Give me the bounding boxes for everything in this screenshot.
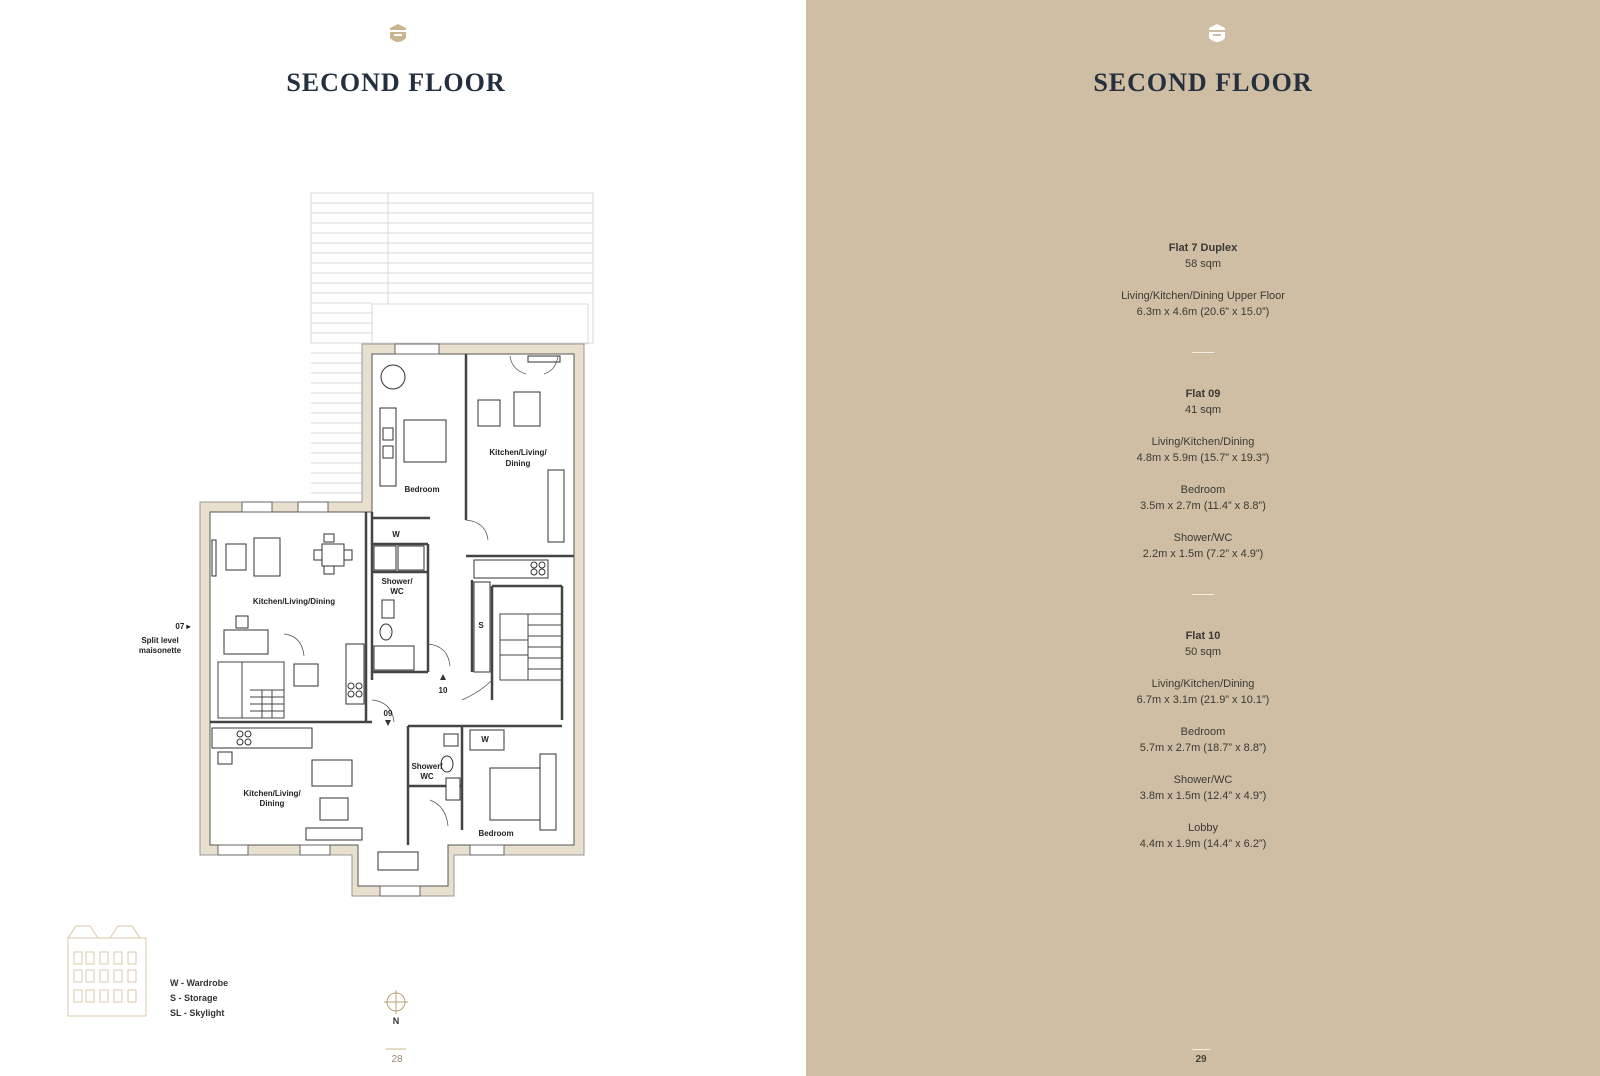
compass-icon	[384, 990, 408, 1014]
room-label-kld-top-2: Dining	[506, 459, 531, 468]
marker-10: 10	[439, 686, 448, 695]
compass-label: N	[392, 1016, 400, 1026]
divider	[1192, 594, 1214, 595]
stairs-right	[499, 613, 563, 681]
room-size: 2.2m x 1.5m (7.2” x 4.9”)	[1142, 548, 1264, 560]
room-name: Living/Kitchen/Dining	[1151, 678, 1255, 690]
roof-terrace	[310, 192, 594, 494]
flat-area: 58 sqm	[1184, 258, 1222, 270]
room-label-kld-bottom-2: Dining	[260, 799, 285, 808]
room-name: Lobby	[1188, 822, 1218, 834]
room-name: Bedroom	[1180, 726, 1226, 738]
stairs-left	[217, 661, 285, 719]
room-label-wardrobe-top: W	[392, 530, 400, 539]
flat-7-spec: Flat 7 Duplex 58 sqm Living/Kitchen/Dini…	[806, 240, 1600, 320]
building-elevation-icon	[67, 925, 147, 1017]
room-size: 3.5m x 2.7m (11.4” x 8.8”)	[1140, 500, 1266, 512]
house-crest-icon	[390, 24, 406, 42]
marker-07: 07 ▸	[175, 622, 191, 631]
legend-item: SL - Skylight	[170, 1008, 225, 1018]
room-label-kld-bottom: Kitchen/Living/	[243, 789, 301, 798]
floor-plan: Kitchen/Living/ Dining Bedroom W Shower/…	[67, 192, 594, 1050]
legend-item: S - Storage	[170, 993, 218, 1003]
room-label-shower-bottom: Shower/	[411, 762, 443, 771]
divider	[1192, 352, 1214, 353]
room-label-shower-top: Shower/	[381, 577, 413, 586]
legend-item: W - Wardrobe	[170, 978, 229, 988]
arrow-down-icon	[385, 720, 391, 726]
page-number: 28	[391, 1054, 403, 1065]
room-name: Living/Kitchen/Dining Upper Floor	[1121, 290, 1285, 302]
room-size: 4.8m x 5.9m (15.7” x 19.3”)	[1136, 452, 1270, 464]
page-number-rule	[1192, 1049, 1210, 1050]
flat-area: 41 sqm	[1184, 404, 1222, 416]
room-name: Shower/WC	[1173, 774, 1233, 786]
room-label-bedroom-bottom: Bedroom	[478, 829, 513, 838]
furniture	[211, 355, 565, 871]
left-page: SECOND FLOOR	[67, 24, 594, 1065]
right-page: SECOND FLOOR Flat 7 Duplex 58 sqm Living…	[806, 0, 1600, 1076]
flat-10-spec: Flat 10 50 sqm Living/Kitchen/Dining 6.7…	[806, 628, 1600, 852]
room-size: 6.7m x 3.1m (21.9” x 10.1”)	[1136, 694, 1270, 706]
room-name: Bedroom	[1180, 484, 1226, 496]
room-label-kld-left: Kitchen/Living/Dining	[253, 597, 335, 606]
split-level-label: Split level	[141, 636, 178, 645]
room-label-bedroom-top: Bedroom	[404, 485, 439, 494]
interior-walls	[210, 354, 574, 845]
flat-name: Flat 09	[1185, 388, 1221, 400]
room-size: 3.8m x 1.5m (12.4” x 4.9”)	[1139, 790, 1267, 802]
room-name: Shower/WC	[1173, 532, 1233, 544]
doors	[283, 355, 559, 827]
room-label-kld-top: Kitchen/Living/	[489, 448, 547, 457]
room-label-shower-bottom-2: WC	[420, 772, 434, 781]
room-size: 4.4m x 1.9m (14.4” x 6.2”)	[1139, 838, 1267, 850]
flat-name: Flat 7 Duplex	[1168, 242, 1238, 254]
room-label-storage: S	[478, 621, 484, 630]
page-number: 29	[1195, 1054, 1207, 1065]
marker-09: 09	[384, 709, 393, 718]
page-title: SECOND FLOOR	[1093, 68, 1313, 97]
room-label-shower-top-2: WC	[390, 587, 404, 596]
room-label-wardrobe-bottom: W	[481, 735, 489, 744]
legend: W - Wardrobe S - Storage SL - Skylight	[170, 976, 228, 1021]
windows	[217, 343, 505, 897]
page-title: SECOND FLOOR	[286, 68, 506, 97]
flat-09-spec: Flat 09 41 sqm Living/Kitchen/Dining 4.8…	[806, 386, 1600, 562]
flat-name: Flat 10	[1185, 630, 1221, 642]
arrow-up-icon	[440, 674, 446, 680]
flat-area: 50 sqm	[1184, 646, 1222, 658]
split-level-label-2: maisonette	[139, 646, 182, 655]
room-name: Living/Kitchen/Dining	[1151, 436, 1255, 448]
room-size: 5.7m x 2.7m (18.7” x 8.8”)	[1139, 742, 1267, 754]
house-crest-icon	[1209, 24, 1225, 42]
room-size: 6.3m x 4.6m (20.6” x 15.0”)	[1136, 306, 1270, 318]
